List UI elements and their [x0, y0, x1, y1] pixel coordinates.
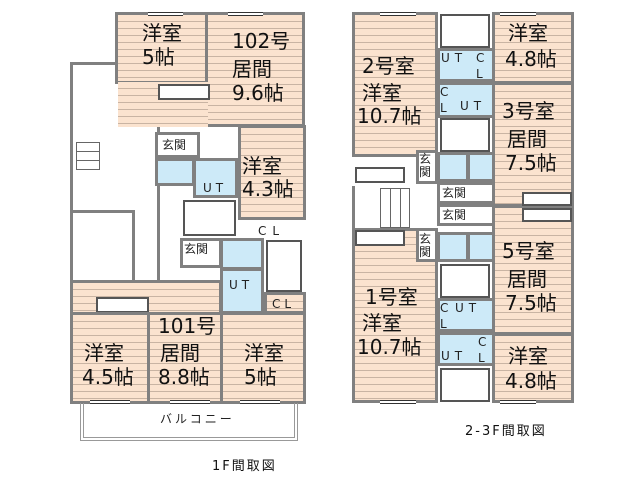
closet-101: [264, 292, 306, 314]
room-102-western-43: [238, 125, 306, 220]
entrance-102: [155, 132, 200, 158]
label-101-room-a-size: 4.5帖: [82, 365, 134, 389]
kitchen-102: [158, 84, 210, 100]
room-3-living: [492, 82, 574, 207]
ut-1: [437, 332, 495, 366]
bath-5: [440, 264, 490, 298]
label-102-room-a-size: 5帖: [142, 45, 175, 69]
label-5-living-size: 7.5帖: [505, 291, 557, 315]
label-1-room-size: 10.7帖: [357, 335, 422, 359]
label-3-closet-c: C: [440, 85, 449, 99]
label-101-entrance: 玄関: [184, 242, 209, 256]
label-2-closet-l: L: [476, 67, 483, 81]
ut-102: [193, 158, 238, 198]
label-101-room-b: 洋室: [244, 341, 284, 365]
label-101-living: 居間: [160, 341, 200, 365]
label-3-unit: 3号室: [502, 99, 555, 123]
wc-1: [437, 232, 469, 262]
bath-2: [440, 14, 490, 48]
storage-1f: [70, 210, 135, 285]
label-102-ut: UT: [203, 181, 228, 195]
label-102-room-b-size: 4.3帖: [242, 177, 294, 201]
label-3-room-size: 4.8帖: [505, 47, 557, 71]
room-2-western: [352, 12, 438, 157]
label-2-room-size: 10.7帖: [357, 104, 422, 128]
label-2-unit: 2号室: [362, 54, 415, 78]
label-102-living: 居間: [232, 57, 272, 81]
label-101-room-a: 洋室: [84, 341, 124, 365]
caption-1f: 1F間取図: [212, 459, 277, 474]
label-5-entrance: 玄関: [442, 208, 467, 222]
kitchen-2: [355, 167, 405, 183]
kitchen-101: [96, 297, 149, 313]
stairs-2-3f: [380, 188, 410, 228]
label-5-ut: UT: [455, 301, 482, 315]
label-3-living: 居間: [507, 127, 547, 151]
label-102-room-b: 洋室: [242, 154, 282, 178]
label-5-closet-l: L: [478, 351, 485, 365]
label-5-room: 洋室: [508, 344, 548, 368]
bath-3: [440, 118, 490, 152]
bath-101: [266, 240, 302, 292]
label-3-ut: UT: [460, 99, 487, 113]
label-102-entrance: 玄関: [162, 138, 187, 152]
label-102-cl: CL: [258, 224, 286, 238]
label-101-cl: CL: [272, 297, 296, 311]
room-101-living: [147, 312, 223, 404]
kitchen-1: [355, 230, 405, 246]
label-5-closet-c: C: [478, 335, 487, 349]
label-3-room: 洋室: [508, 21, 548, 45]
kitchen-3: [522, 192, 572, 206]
label-1-closet-c: C: [440, 301, 449, 315]
kitchen-5: [522, 208, 572, 222]
label-101-unit: 101号: [158, 314, 217, 338]
label-3-living-size: 7.5帖: [505, 151, 557, 175]
label-3-entrance: 玄関: [442, 186, 467, 200]
entrance-2: [416, 150, 438, 184]
balcony-label: バルコニー: [160, 412, 235, 426]
room-1-western: [352, 228, 438, 403]
label-101-living-size: 8.8帖: [158, 365, 210, 389]
label-2-room: 洋室: [362, 81, 402, 105]
wc-2: [437, 152, 469, 182]
wc-3: [467, 152, 495, 182]
label-5-room-size: 4.8帖: [505, 369, 557, 393]
bath-102: [183, 200, 236, 236]
label-102-unit: 102号: [232, 29, 291, 53]
caption-2-3f: 2-3F間取図: [465, 424, 547, 439]
room-5-living: [492, 205, 574, 335]
label-5-unit: 5号室: [502, 239, 555, 263]
label-1-closet-l: L: [440, 317, 447, 331]
room-5-western: [492, 333, 574, 403]
label-2-closet-c: C: [476, 51, 485, 65]
entrance-101: [180, 238, 222, 268]
label-1-unit: 1号室: [365, 285, 418, 309]
entrance-1: [416, 228, 438, 262]
label-102-room-a: 洋室: [142, 21, 182, 45]
wc-101: [220, 238, 264, 270]
room-101-western-5: [220, 312, 306, 404]
label-101-room-b-size: 5帖: [244, 365, 277, 389]
label-2-entrance: 玄関: [419, 152, 432, 179]
label-1-ut: UT: [441, 349, 468, 363]
bath-1: [440, 368, 490, 402]
label-3-closet-l: L: [440, 101, 447, 115]
wc-5: [467, 232, 495, 262]
balcony-1f: [80, 403, 298, 441]
wc-102: [155, 158, 195, 186]
label-2-ut: UT: [441, 51, 468, 65]
label-102-living-size: 9.6帖: [232, 81, 284, 105]
label-101-ut: UT: [229, 278, 254, 292]
stairs-1f: [76, 142, 100, 170]
label-1-entrance: 玄関: [419, 232, 432, 259]
label-5-living: 居間: [507, 267, 547, 291]
label-1-room: 洋室: [362, 311, 402, 335]
